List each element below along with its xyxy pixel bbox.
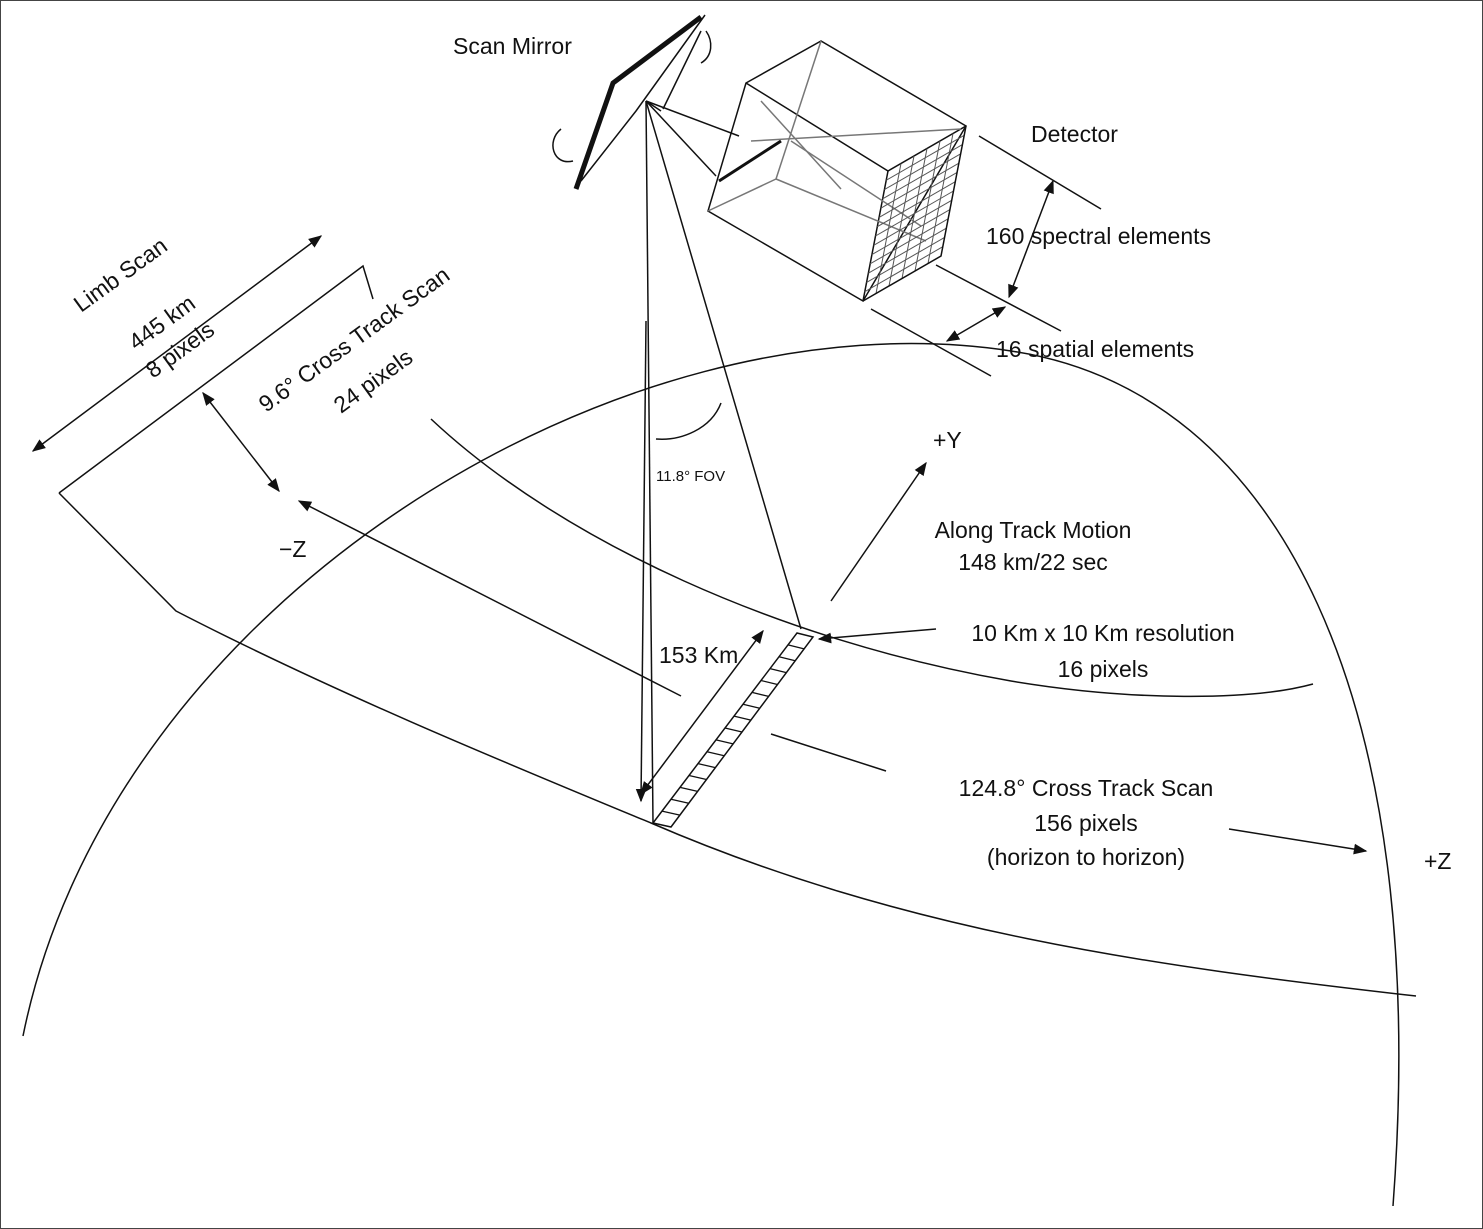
detector-grid-col xyxy=(875,163,902,294)
swath-left-edge xyxy=(58,492,1417,997)
cross-big-label-3: (horizon to horizon) xyxy=(987,844,1185,870)
cross-big-label-1: 124.8° Cross Track Scan xyxy=(959,775,1214,801)
detector-grid-col xyxy=(888,155,915,287)
strip-pixel-divider xyxy=(688,774,707,781)
fov-angle-arc xyxy=(655,402,722,440)
limb-scan-label: Limb Scan xyxy=(69,232,172,317)
strip-pixel-divider xyxy=(769,667,787,674)
strip-pixel-divider xyxy=(715,739,734,745)
minus-z-arrow xyxy=(297,500,682,697)
spectral-label: 160 spectral elements xyxy=(986,223,1211,249)
minus-z-label: −Z xyxy=(279,536,306,562)
strip-pixel-divider xyxy=(661,810,681,816)
strip-pixel-divider xyxy=(679,786,698,793)
earth-limb xyxy=(22,342,1400,1207)
strip-pixel-divider xyxy=(724,727,743,733)
horizon-arc xyxy=(430,418,1314,698)
spatial-label: 16 spatial elements xyxy=(996,336,1194,362)
beam-lower xyxy=(645,100,717,177)
strip-pixel-divider xyxy=(706,751,725,757)
spectral-ext-top xyxy=(978,135,1102,210)
fov-line-right xyxy=(645,100,802,630)
plus-z-lead xyxy=(770,733,887,772)
spatial-ext xyxy=(870,308,992,377)
strip-pixel-divider xyxy=(760,679,778,686)
plus-z-label: +Z xyxy=(1424,848,1451,874)
fov-label: 11.8° FOV xyxy=(656,468,725,485)
resolution-arrow xyxy=(817,628,937,644)
beam-upper xyxy=(645,100,740,137)
detector-grid-col xyxy=(927,133,954,264)
strip-pixel-divider xyxy=(787,644,805,650)
km153-label: 153 Km xyxy=(659,642,738,668)
detector-face-edge xyxy=(862,125,967,302)
plus-y-label: +Y xyxy=(933,427,962,453)
along-track-label-1: Along Track Motion xyxy=(935,517,1132,543)
strip-pixel-divider xyxy=(670,798,689,804)
pixel-strip xyxy=(651,632,815,828)
detector-cube xyxy=(707,40,968,303)
strip-pixel-divider xyxy=(751,691,769,698)
spectral-arrow xyxy=(1008,179,1054,299)
cross-small-arrow xyxy=(202,391,280,493)
resolution-label-2: 16 pixels xyxy=(1058,656,1149,682)
along-track-label-2: 148 km/22 sec xyxy=(958,549,1108,575)
scan-mirror xyxy=(552,14,712,190)
spectral-ext-bottom xyxy=(935,264,1062,332)
strip-pixel-divider xyxy=(733,715,752,721)
cross-big-label-2: 156 pixels xyxy=(1034,810,1138,836)
scan-mirror-label: Scan Mirror xyxy=(453,33,572,59)
detector-grid-col xyxy=(901,148,928,279)
detector-label: Detector xyxy=(1031,121,1118,147)
km153-arrow xyxy=(640,629,764,796)
resolution-label-1: 10 Km x 10 Km resolution xyxy=(971,620,1234,646)
spatial-arrow xyxy=(945,306,1007,342)
limb-scan-arrow xyxy=(31,235,323,452)
strip-pixel-divider xyxy=(778,656,796,662)
strip-pixel-divider xyxy=(697,762,716,769)
plus-z-arrow xyxy=(1228,828,1368,855)
detector-grid-col xyxy=(914,140,941,272)
plus-y-arrow xyxy=(830,461,927,602)
fov-line-left xyxy=(645,100,654,824)
strip-pixel-divider xyxy=(742,703,760,709)
